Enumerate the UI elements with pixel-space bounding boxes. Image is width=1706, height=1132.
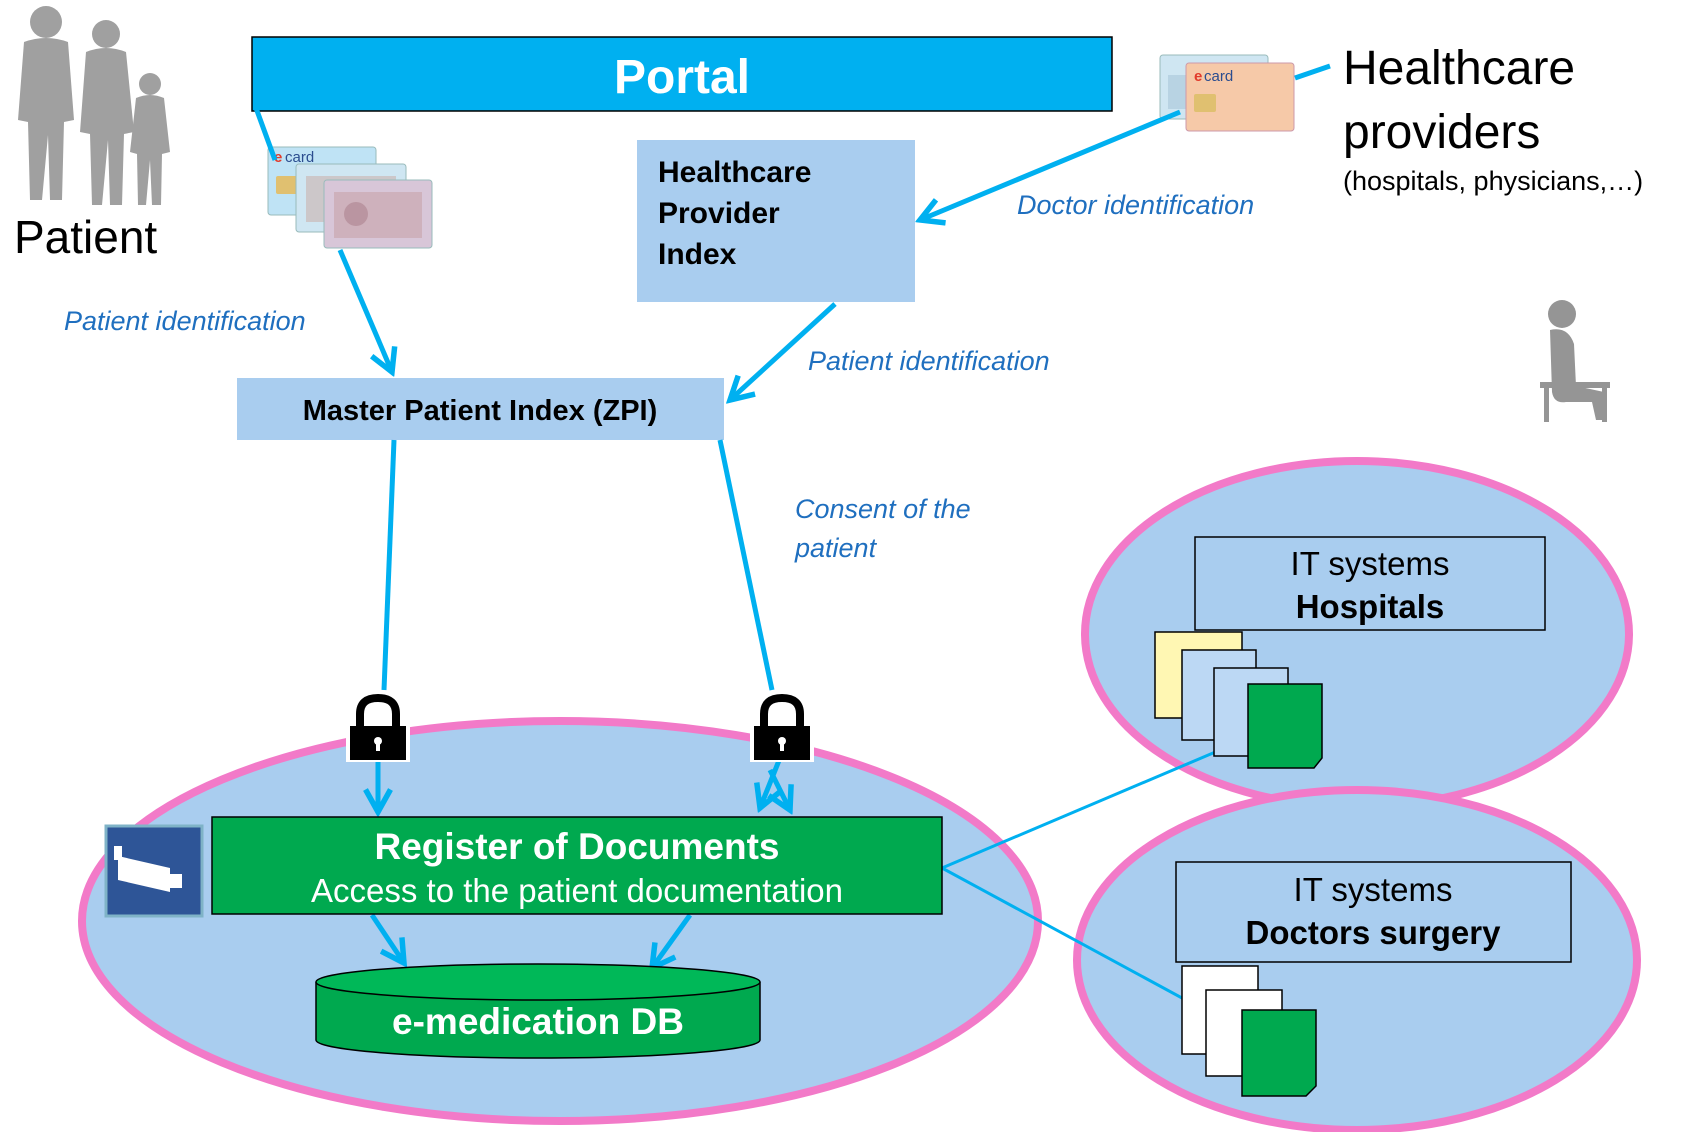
portal-label: Portal: [614, 51, 750, 104]
hpi-line3: Index: [658, 238, 737, 271]
e-medication-db-cylinder[interactable]: [315, 963, 761, 1059]
hospitals-line1: IT systems: [1291, 545, 1450, 582]
seated-person-icon: [1540, 300, 1610, 422]
padlock-icon: [346, 692, 410, 762]
db-label: e-medication DB: [392, 1001, 684, 1042]
master-patient-index-box[interactable]: [237, 378, 724, 440]
document-stack-icon: [1154, 631, 1323, 769]
svg-text:e: e: [1194, 68, 1202, 85]
ecard-icon: e card: [267, 146, 433, 249]
annotation-patient-identification-left: Patient identification: [64, 306, 306, 336]
ecard-icon: e card: [1159, 54, 1295, 132]
annotation-doctor-identification: Doctor identification: [1017, 190, 1254, 220]
camera-icon: [104, 824, 204, 918]
healthcare-provider-index-box[interactable]: [637, 140, 915, 302]
annotation-consent-line2: patient: [794, 533, 878, 563]
providers-title-line1: Healthcare: [1343, 42, 1575, 95]
patient-label: Patient: [14, 211, 157, 263]
hospitals-line2: Hospitals: [1296, 588, 1445, 625]
portal-bar[interactable]: [251, 36, 1113, 112]
connector-lines: [253, 63, 1331, 968]
providers-title-line2: providers: [1343, 106, 1540, 159]
providers-subtitle: (hospitals, physicians,…): [1343, 166, 1643, 196]
annotation-consent-line1: Consent of the: [795, 494, 971, 524]
surgery-line2: Doctors surgery: [1246, 914, 1502, 951]
it-systems-hospitals-box[interactable]: [1194, 536, 1546, 631]
mpi-label: Master Patient Index (ZPI): [303, 395, 658, 427]
central-system-ellipse: [78, 717, 1042, 1125]
hpi-line1: Healthcare: [658, 156, 811, 189]
register-subtitle: Access to the patient documentation: [311, 872, 843, 909]
it-systems-surgery-box[interactable]: [1175, 861, 1572, 963]
register-of-documents-box[interactable]: [211, 816, 943, 915]
register-title: Register of Documents: [374, 826, 779, 867]
family-silhouette-icon: [18, 6, 170, 205]
annotation-patient-identification-right: Patient identification: [808, 346, 1050, 376]
svg-text:card: card: [1204, 68, 1233, 85]
document-stack-icon: [1181, 965, 1317, 1097]
padlock-icon: [750, 692, 814, 762]
svg-text:card: card: [285, 149, 314, 166]
surgery-line1: IT systems: [1294, 871, 1453, 908]
hpi-line2: Provider: [658, 197, 780, 230]
svg-text:e: e: [274, 149, 282, 166]
